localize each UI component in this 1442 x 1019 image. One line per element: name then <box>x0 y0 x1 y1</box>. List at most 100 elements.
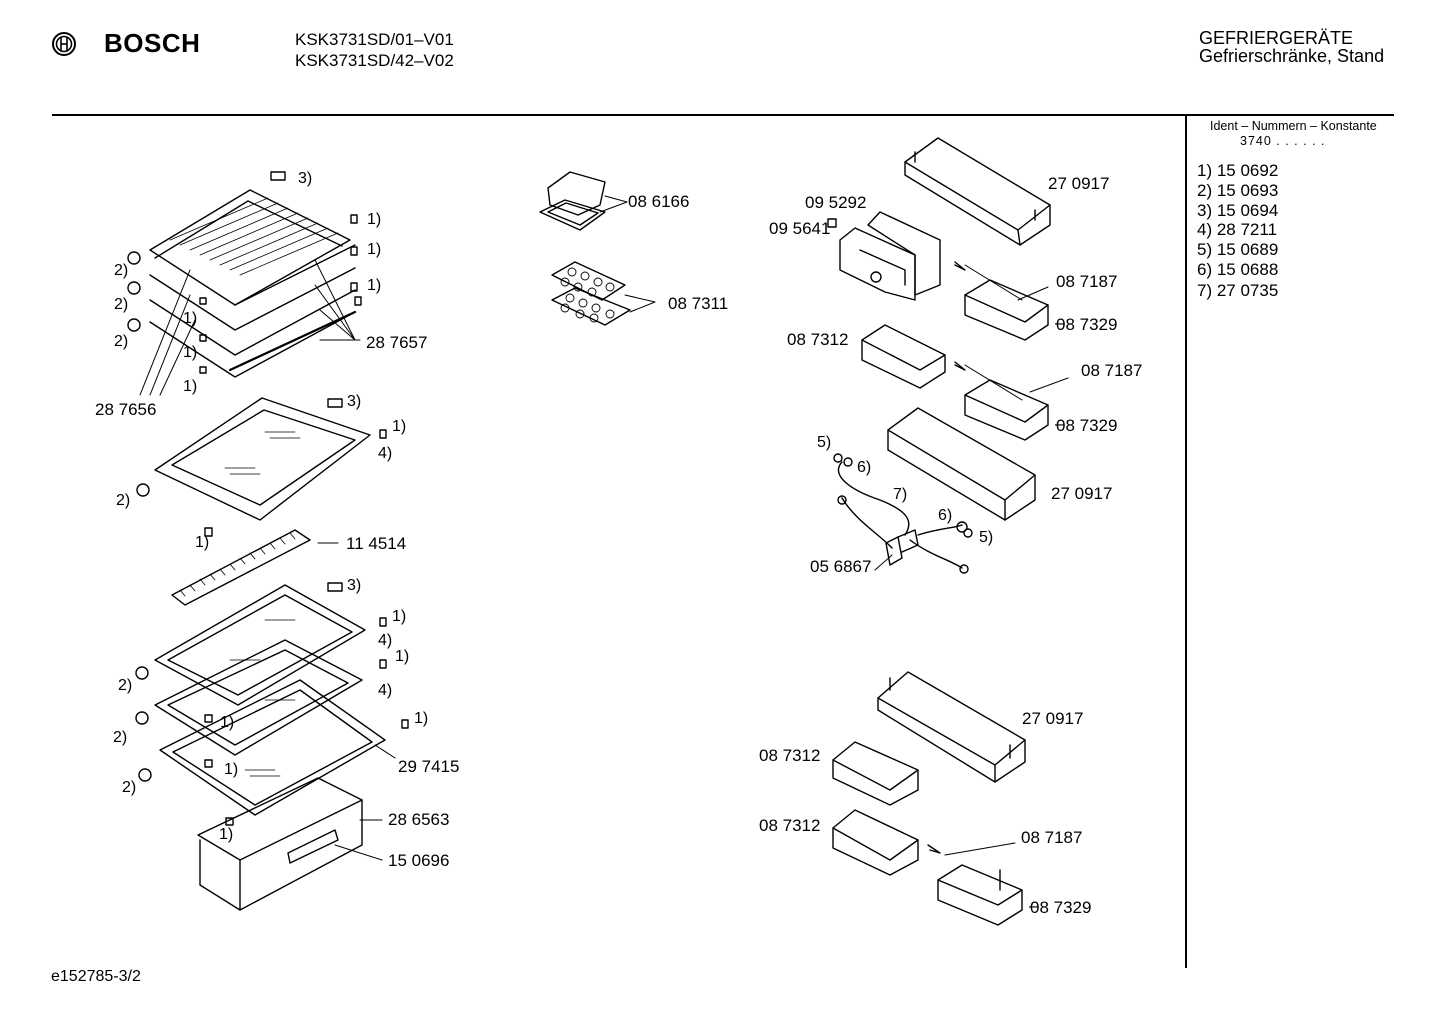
ref-marker: 1) <box>392 418 407 435</box>
part-label: 28 7657 <box>366 333 428 352</box>
ref-marker: 1) <box>195 534 210 551</box>
door-bin-small <box>955 362 1068 440</box>
ref-marker: 1) <box>395 648 410 665</box>
egg-tray <box>552 262 655 325</box>
bosch-logo <box>50 30 82 67</box>
ref-marker: 2) <box>114 262 129 279</box>
ref-marker: 5) <box>817 434 832 451</box>
vent-grille <box>172 528 338 605</box>
document-code: e152785-3/2 <box>51 968 141 985</box>
part-label: 08 6166 <box>628 192 690 211</box>
legend-item: 5) 15 0689 <box>1197 240 1279 259</box>
part-label: 08 7187 <box>1021 828 1083 847</box>
ref-marker: 5) <box>979 529 994 546</box>
leader-lines <box>140 260 360 395</box>
ref-marker: 1) <box>219 826 234 843</box>
part-label: 08 7312 <box>787 330 849 349</box>
drawer <box>198 778 382 910</box>
glass-shelf <box>137 398 386 520</box>
ref-marker: 1) <box>367 211 382 228</box>
model-number-2: KSK3731SD/42–V02 <box>295 51 454 70</box>
part-label: 08 7329 <box>1056 416 1118 435</box>
ref-marker: 2) <box>118 677 133 694</box>
legend-divider <box>1185 116 1187 968</box>
bosch-emblem-icon <box>52 32 76 56</box>
part-label: 08 7312 <box>759 746 821 765</box>
ref-marker: 1) <box>220 714 235 731</box>
legend-item: 1) 15 0692 <box>1197 161 1279 180</box>
category-subtitle: Gefrierschränke, Stand <box>1199 46 1385 66</box>
ref-marker: 4) <box>378 682 393 699</box>
ref-marker: 2) <box>116 492 131 509</box>
part-label: 29 7415 <box>398 757 460 776</box>
legend-item: 7) 27 0735 <box>1197 281 1279 300</box>
ident-constant: 3740 . . . . . . <box>1240 134 1326 148</box>
door-bin <box>888 408 1035 520</box>
part-label: 09 5641 <box>769 219 831 238</box>
brand-name: BOSCH <box>104 28 201 58</box>
door-bin-small <box>833 810 918 875</box>
door-bin-small <box>862 325 945 388</box>
part-label: 08 7329 <box>1030 898 1092 917</box>
door-bin-small <box>955 262 1048 340</box>
ref-marker: 2) <box>122 779 137 796</box>
ref-marker: 6) <box>938 507 953 524</box>
ref-marker: 1) <box>367 241 382 258</box>
wiring-assembly <box>834 454 972 573</box>
part-label: 08 7312 <box>759 816 821 835</box>
leader-dash: – <box>1055 414 1065 433</box>
ref-marker: 4) <box>378 632 393 649</box>
part-label: 08 7311 <box>668 294 729 313</box>
door-bin-small <box>833 742 918 805</box>
ref-marker: 2) <box>114 333 129 350</box>
part-label: 28 6563 <box>388 810 450 829</box>
model-number-1: KSK3731SD/01–V01 <box>295 30 454 49</box>
ref-marker: 4) <box>378 445 393 462</box>
part-label: 08 7187 <box>1056 272 1118 291</box>
ref-marker: 7) <box>893 486 908 503</box>
part-label: 08 7329 <box>1056 315 1118 334</box>
ice-tray <box>540 172 627 230</box>
legend-item: 6) 15 0688 <box>1197 260 1279 279</box>
legend-item: 3) 15 0694 <box>1197 201 1279 220</box>
legend-item: 2) 15 0693 <box>1197 181 1279 200</box>
ref-marker: 2) <box>113 729 128 746</box>
door-bin-small <box>928 843 1022 925</box>
part-label: 15 0696 <box>388 851 450 870</box>
part-label: 28 7656 <box>95 400 157 419</box>
part-label: 27 0917 <box>1051 484 1113 503</box>
part-label: 27 0917 <box>1048 174 1110 193</box>
ref-marker: 1) <box>183 378 198 395</box>
wire-shelf <box>150 268 355 377</box>
ref-marker: 3) <box>347 577 362 594</box>
header-divider <box>52 114 1394 116</box>
wire-shelf <box>150 190 355 305</box>
ref-marker: 1) <box>392 608 407 625</box>
part-label: 08 7187 <box>1081 361 1143 380</box>
ident-heading: Ident – Nummern – Konstante <box>1210 119 1377 133</box>
ref-marker: 3) <box>298 170 313 187</box>
ref-marker: 1) <box>367 277 382 294</box>
legend-item: 4) 28 7211 <box>1197 220 1278 239</box>
ref-marker: 2) <box>114 296 129 313</box>
ref-marker: 1) <box>183 310 198 327</box>
ref-marker: 3) <box>347 393 362 410</box>
clip-icon <box>128 172 361 373</box>
glass-shelf <box>155 585 365 705</box>
ref-marker: 1) <box>224 761 239 778</box>
category-title: GEFRIERGERÄTE <box>1199 28 1354 48</box>
door-bin <box>905 138 1050 245</box>
door-bin <box>878 672 1025 782</box>
ref-marker: 1) <box>183 344 198 361</box>
leader-dash: – <box>1029 896 1039 915</box>
ref-marker: 6) <box>857 459 872 476</box>
leader-dash: – <box>1055 313 1065 332</box>
part-label: 27 0917 <box>1022 709 1084 728</box>
part-label: 09 5292 <box>805 193 867 212</box>
part-label: 05 6867 <box>810 557 872 576</box>
ref-marker: 1) <box>414 710 429 727</box>
glass-shelf <box>160 680 395 815</box>
butter-dish <box>828 212 940 300</box>
part-label: 11 4514 <box>346 534 407 553</box>
